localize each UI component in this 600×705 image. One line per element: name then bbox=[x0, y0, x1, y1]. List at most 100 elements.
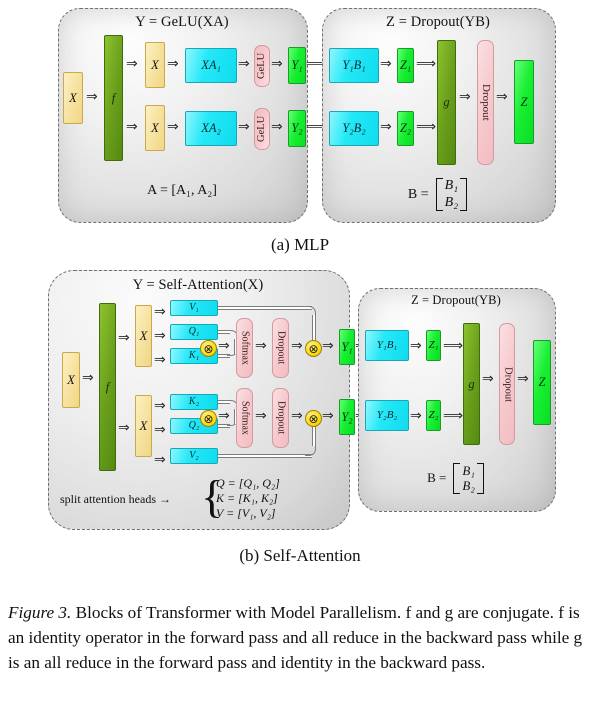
mlp-row2-gelu: GeLU bbox=[254, 108, 270, 150]
mlp-f-operator: f bbox=[104, 35, 123, 161]
attention-b-lhs: B = bbox=[427, 470, 447, 486]
arrow-attn-y1b1-to-z1: ⇒ bbox=[410, 338, 422, 354]
arrow-attn-y2b2-to-z2: ⇒ bbox=[410, 408, 422, 424]
arrow-head2-softmax-to-dropout: ⇒ bbox=[255, 408, 267, 424]
wire-head2-v-run bbox=[218, 454, 312, 458]
mlp-dropout: Dropout bbox=[477, 40, 494, 165]
attention-b2: B₂ bbox=[462, 478, 475, 494]
attention-right-panel-title: Z = Dropout(YB) bbox=[411, 293, 501, 307]
attention-head1-dropout: Dropout bbox=[272, 318, 289, 378]
subcaption-b: (b) Self-Attention bbox=[239, 546, 361, 565]
arrow-xa1-to-gelu1: ⇒ bbox=[238, 56, 250, 72]
attention-f-operator: f bbox=[99, 303, 116, 471]
arrow-gelu1-to-y1: ⇒ bbox=[271, 56, 283, 72]
split-heads-k: K = [K₁, K₂] bbox=[216, 491, 278, 505]
figure-caption: Figure 3. Blocks of Transformer with Mod… bbox=[8, 600, 592, 675]
mlp-right-row2-z: Z₂ bbox=[397, 111, 414, 146]
arrow-head1-softmax-to-dropout: ⇒ bbox=[255, 338, 267, 354]
arrow-attn-x-to-f: ⇒ bbox=[82, 370, 94, 386]
mlp-row2-matmul: XA₂ bbox=[185, 111, 237, 146]
mlp-row2-y: Y₂ bbox=[288, 110, 306, 147]
mlp-row1-matmul: XA₁ bbox=[185, 48, 237, 83]
mlp-g-operator: g bbox=[437, 40, 456, 165]
attention-head2-av-multiply: ⊗ bbox=[305, 410, 322, 427]
mlp-row1-x: X bbox=[145, 42, 165, 88]
mlp-right-row2-matmul: Y₂B₂ bbox=[329, 111, 379, 146]
attention-g-operator: g bbox=[463, 323, 480, 445]
arrow-xa2-to-gelu2: ⇒ bbox=[238, 119, 250, 135]
mlp-right-row1-matmul: Y₁B₁ bbox=[329, 48, 379, 83]
split-attention-heads-label: split attention heads → bbox=[60, 492, 171, 506]
attention-input-x: X bbox=[62, 352, 80, 408]
arrow-attn-dropout-to-z: ⇒ bbox=[517, 371, 529, 387]
arrow-head2-x-to-q2: ⇒ bbox=[154, 422, 166, 438]
arrow-head1-mul-to-softmax: ⇒ bbox=[218, 338, 230, 354]
mlp-row1-gelu: GeLU bbox=[254, 45, 270, 87]
wire-head2-k-out bbox=[218, 400, 230, 404]
arrow-head2-x-to-v2: ⇒ bbox=[154, 452, 166, 468]
mlp-right-row1-z: Z₁ bbox=[397, 48, 414, 83]
arrow-x1-to-xa1: ⇒ bbox=[167, 56, 179, 72]
arrow-f-to-head1-x: ⇒ bbox=[118, 330, 130, 346]
arrow-head1-x-to-k1: ⇒ bbox=[154, 352, 166, 368]
mlp-b1: B₁ bbox=[444, 178, 459, 193]
wire-head2-v-corner bbox=[305, 445, 316, 456]
arrow-z2-to-g: ⟹ bbox=[416, 119, 437, 135]
attention-head2-softmax: Softmax bbox=[236, 388, 253, 448]
attention-head2-y: Y₂ bbox=[339, 399, 355, 435]
mlp-right-panel-title: Z = Dropout(YB) bbox=[386, 14, 490, 30]
mlp-b2: B₂ bbox=[444, 194, 459, 210]
wire-head1-q-out bbox=[218, 330, 230, 334]
arrow-f-to-x2: ⇒ bbox=[126, 119, 138, 135]
arrow-gelu2-to-y2: ⇒ bbox=[271, 119, 283, 135]
arrow-g-to-dropout: ⇒ bbox=[459, 89, 471, 105]
attention-head2-qk-multiply: ⊗ bbox=[200, 410, 217, 427]
wire-head1-k-out bbox=[218, 354, 230, 358]
attention-head1-softmax: Softmax bbox=[236, 318, 253, 378]
arrow-attn-z1-to-g: ⟹ bbox=[443, 338, 464, 354]
attention-left-panel-title: Y = Self-Attention(X) bbox=[132, 277, 264, 293]
split-heads-brace: { bbox=[201, 471, 224, 522]
attention-right-panel-footer: B = B₁ B₂ bbox=[358, 463, 554, 494]
arrow-y2b2-to-z2: ⇒ bbox=[380, 119, 392, 135]
arrow-head2-mul2-to-y2: ⇒ bbox=[322, 408, 334, 424]
arrow-y1-to-right-panel: ⟹ bbox=[306, 56, 327, 72]
mlp-b-lhs: B = bbox=[407, 186, 429, 202]
attention-head1-qk-multiply: ⊗ bbox=[200, 340, 217, 357]
mlp-input-x: X bbox=[63, 72, 83, 124]
attention-head2-dropout: Dropout bbox=[272, 388, 289, 448]
attention-head2-k: K₂ bbox=[170, 394, 218, 410]
split-heads-equations: Q = [Q₁, Q₂] K = [K₁, K₂] V = [V₁, V₂] bbox=[216, 476, 280, 521]
arrow-dropout-to-z: ⇒ bbox=[496, 89, 508, 105]
attention-head1-y: Y₁ bbox=[339, 329, 355, 365]
mlp-left-panel-title: Y = GeLU(XA) bbox=[135, 14, 229, 30]
arrow-f-to-head2-x: ⇒ bbox=[118, 420, 130, 436]
arrow-head1-mul2-to-y1: ⇒ bbox=[322, 338, 334, 354]
arrow-x2-to-xa2: ⇒ bbox=[167, 119, 179, 135]
figure-caption-text: Blocks of Transformer with Model Paralle… bbox=[8, 603, 583, 672]
mlp-row1-y: Y₁ bbox=[288, 47, 306, 84]
arrow-z1-to-g: ⟹ bbox=[416, 56, 437, 72]
attention-b1: B₁ bbox=[462, 463, 475, 478]
arrow-attn-g-to-dropout: ⇒ bbox=[482, 371, 494, 387]
split-heads-v: V = [V₁, V₂] bbox=[216, 506, 276, 520]
attention-output-z: Z bbox=[533, 340, 551, 425]
subcaption-a: (a) MLP bbox=[270, 235, 330, 254]
arrow-head1-dropout-to-mul2: ⇒ bbox=[291, 338, 303, 354]
attention-right-row1-z: Z₁ bbox=[426, 330, 441, 361]
wire-head1-v-corner bbox=[305, 306, 316, 317]
attention-head1-x: X bbox=[135, 305, 152, 367]
attention-dropout: Dropout bbox=[499, 323, 515, 445]
arrow-head2-dropout-to-mul2: ⇒ bbox=[291, 408, 303, 424]
arrow-y2-to-right-panel: ⟹ bbox=[306, 119, 327, 135]
arrow-x-to-f: ⇒ bbox=[86, 89, 98, 105]
mlp-b-matrix: B = B₁ B₂ bbox=[407, 178, 468, 212]
attention-b-matrix: B = B₁ B₂ bbox=[427, 463, 485, 494]
attention-head1-q: Q₁ bbox=[170, 324, 218, 340]
arrow-f-to-x1: ⇒ bbox=[126, 56, 138, 72]
attention-right-panel bbox=[358, 288, 556, 512]
split-heads-q: Q = [Q₁, Q₂] bbox=[216, 476, 280, 490]
arrow-y1b1-to-z1: ⇒ bbox=[380, 56, 392, 72]
arrow-head1-x-to-v1: ⇒ bbox=[154, 304, 166, 320]
